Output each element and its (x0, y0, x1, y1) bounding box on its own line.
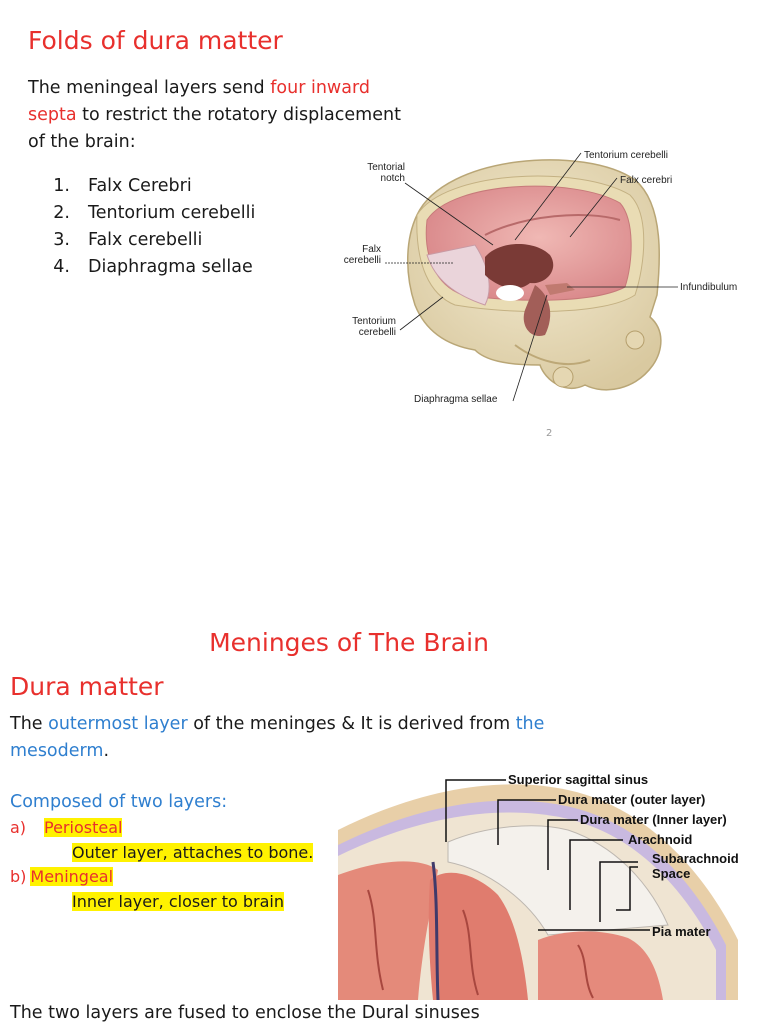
skull-dura-folds-figure (335, 145, 768, 415)
intro-text: of the brain: (28, 132, 136, 152)
list-item: Inner layer, closer to brain (10, 890, 313, 915)
intro-text: The meningeal layers send (28, 78, 270, 98)
list-item: a)Periosteal (10, 816, 313, 841)
intro-highlight: septa (28, 105, 77, 125)
label-subarachnoid-space: Subarachnoid Space (652, 851, 739, 881)
label-falx-cerebri: Falx cerebri (620, 175, 672, 186)
list-item: Outer layer, attaches to bone. (10, 841, 313, 866)
dura-description: The outermost layer of the meninges & It… (10, 711, 570, 765)
footer-text: The two layers are fused to enclose the … (10, 1000, 480, 1027)
label-tentorial-notch: Tentorial notch (357, 162, 405, 184)
label-dura-inner: Dura mater (Inner layer) (580, 812, 727, 827)
list-item: 3.Falx cerebelli (36, 227, 255, 254)
folds-list: 1.Falx Cerebri 2.Tentorium cerebelli 3.F… (36, 173, 255, 281)
slide1-title: Folds of dura matter (28, 26, 283, 55)
label-tentorium-cerebelli-left: Tentorium cerebelli (344, 316, 396, 338)
slide1-intro: The meningeal layers send four inward se… (28, 75, 428, 156)
list-item: 4.Diaphragma sellae (36, 254, 255, 281)
composed-heading: Composed of two layers: (10, 789, 227, 816)
slide2-title: Meninges of The Brain (0, 628, 698, 657)
layers-list: a)Periosteal Outer layer, attaches to bo… (10, 816, 313, 914)
label-arachnoid: Arachnoid (628, 832, 692, 847)
label-pia-mater: Pia mater (652, 924, 711, 939)
intro-text: to restrict the rotatory displacement (77, 105, 401, 125)
list-item: 2.Tentorium cerebelli (36, 200, 255, 227)
label-superior-sagittal-sinus: Superior sagittal sinus (508, 772, 648, 787)
label-infundibulum: Infundibulum (680, 282, 737, 293)
label-tentorium-cerebelli-top: Tentorium cerebelli (584, 150, 668, 161)
list-item: 1.Falx Cerebri (36, 173, 255, 200)
intro-highlight: four inward (270, 78, 370, 98)
page-number: 2 (546, 428, 552, 439)
slide2-subtitle: Dura matter (10, 672, 164, 701)
label-diaphragma-sellae: Diaphragma sellae (414, 394, 497, 405)
list-item: b)Meningeal (10, 865, 313, 890)
label-dura-outer: Dura mater (outer layer) (558, 792, 705, 807)
label-falx-cerebelli: Falx cerebelli (337, 244, 381, 266)
